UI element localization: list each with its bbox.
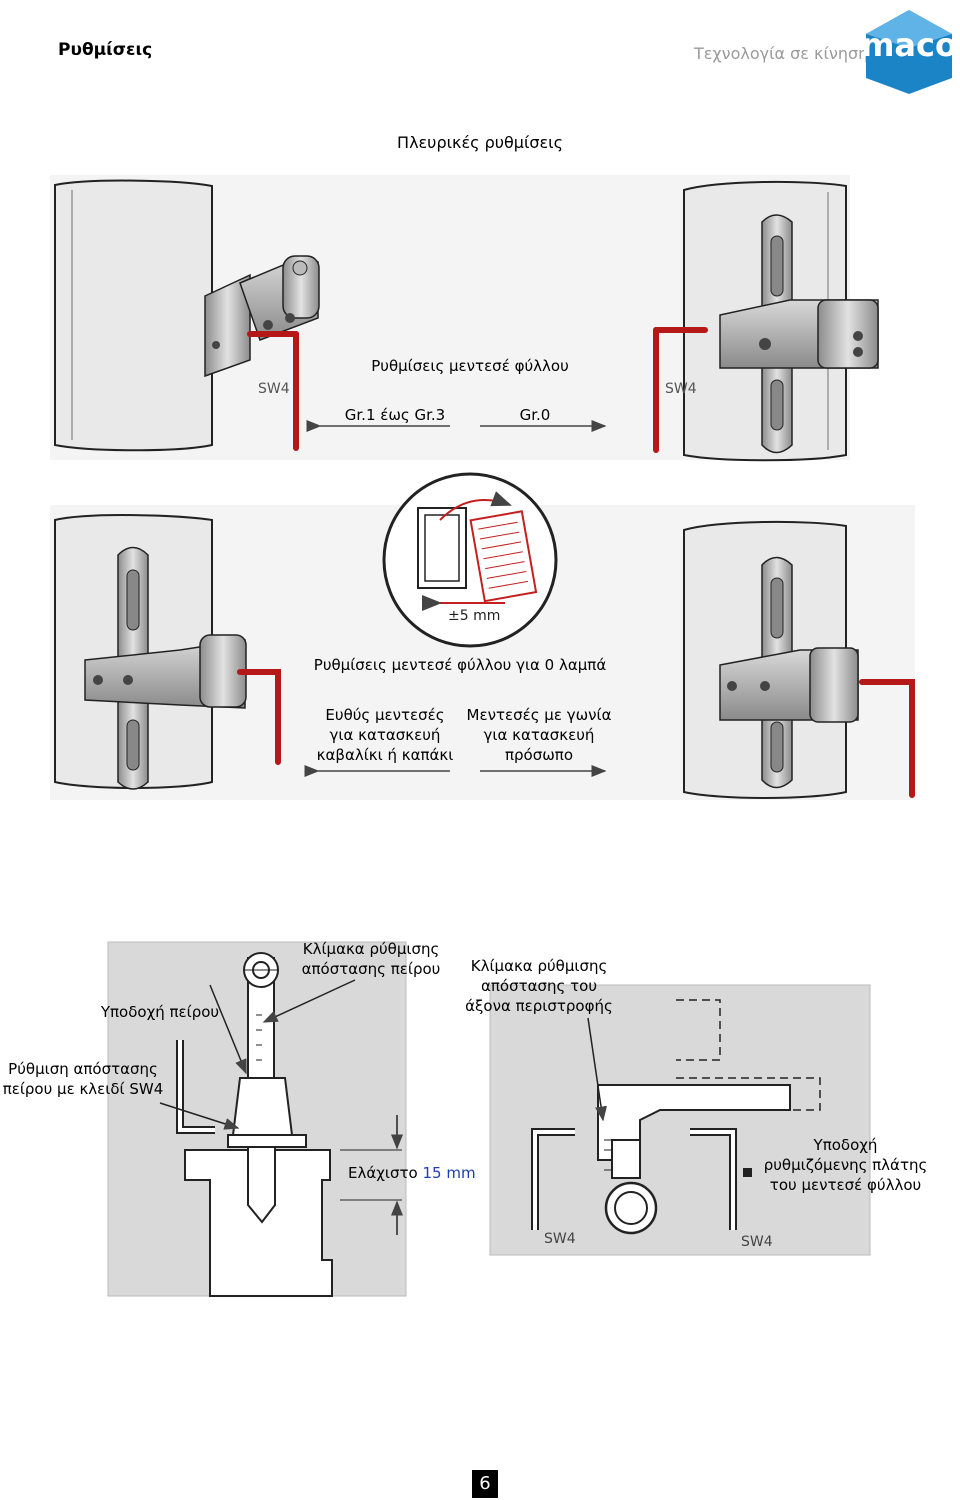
leaf-hinge-caption: Ρυθμίσεις μεντεσέ φύλλου <box>371 357 569 375</box>
group-gr1-3-label: Gr.1 έως Gr.3 <box>344 406 446 424</box>
scale-axis-line-3: άξονα περιστροφής <box>465 997 613 1015</box>
page-number: 6 <box>472 1470 498 1498</box>
tolerance-label: ±5 mm <box>448 608 500 624</box>
pin-adjust-line-2: πείρου με κλειδί SW4 <box>2 1080 164 1098</box>
plate-holder-line-2: ρυθμιζόμενης πλάτης <box>763 1156 928 1174</box>
scale-axis-line-1: Κλίμακα ρύθμισης <box>470 957 608 975</box>
zero-rebate-caption: Ρυθμίσεις μεντεσέ φύλλου για 0 λαμπά <box>313 656 607 674</box>
section-title: Ρυθμίσεις <box>58 40 153 60</box>
scale-axis-line-2: απόστασης του <box>481 977 597 995</box>
hinge-straight-drawing <box>54 514 281 790</box>
hinge-gr1-3-drawing <box>54 179 320 452</box>
plate-holder-line-1: Υποδοχή <box>813 1136 878 1154</box>
angle-hinge-line-3: πρόσωπο <box>504 746 573 764</box>
angle-hinge-text: Μεντεσές με γωνία για κατασκευή πρόσωπο <box>460 705 618 765</box>
plate-holder-text: Υποδοχή ρυθμιζόμενης πλάτης του μεντεσέ … <box>758 1135 933 1195</box>
angle-hinge-line-2: για κατασκευή <box>483 726 595 744</box>
tolerance-inset <box>382 472 558 648</box>
sw4-label-bottom-right: SW4 <box>741 1234 773 1250</box>
hinge-gr0-drawing <box>653 180 879 462</box>
scale-axis-text: Κλίμακα ρύθμισης απόστασης του άξονα περ… <box>460 956 618 1016</box>
logo-lettering: maco <box>864 26 954 64</box>
angle-hinge-line-1: Μεντεσές με γωνία <box>466 706 612 724</box>
minimum-dimension <box>340 1115 403 1235</box>
tagline: Τεχνολογία σε κίνηση <box>694 44 869 63</box>
straight-hinge-line-1: Ευθύς μεντεσές <box>325 706 445 724</box>
minimum-distance-label: Ελάχιστο 15 mm <box>348 1163 484 1183</box>
sw4-label-top-left: SW4 <box>258 381 290 397</box>
axis-adjust-drawing <box>489 984 871 1256</box>
pin-holder-label: Υποδοχή πείρου <box>100 1003 220 1021</box>
sw4-label-top-right: SW4 <box>665 381 697 397</box>
maco-logo: maco <box>864 8 954 96</box>
minimum-value: 15 mm <box>422 1164 476 1182</box>
minimum-text: Ελάχιστο <box>348 1164 418 1182</box>
straight-hinge-text: Ευθύς μεντεσές για κατασκευή καβαλίκι ή … <box>305 705 465 765</box>
straight-hinge-line-2: για κατασκευή <box>329 726 441 744</box>
plate-holder-line-3: του μεντεσέ φύλλου <box>769 1176 922 1194</box>
group-gr0-label: Gr.0 <box>519 406 551 424</box>
top-title: Πλευρικές ρυθμίσεις <box>397 133 563 152</box>
pin-adjust-drawing <box>107 941 407 1297</box>
straight-hinge-line-3: καβαλίκι ή καπάκι <box>316 746 454 764</box>
scale-pin-line-2: απόστασης πείρου <box>301 960 441 978</box>
pin-adjust-text: Ρύθμιση απόστασης πείρου με κλειδί SW4 <box>0 1059 166 1099</box>
hinge-angle-drawing <box>683 520 915 799</box>
pin-adjust-line-1: Ρύθμιση απόστασης <box>8 1060 158 1078</box>
scale-pin-text: Κλίμακα ρύθμισης απόστασης πείρου <box>295 939 447 979</box>
sw4-label-bottom-left: SW4 <box>544 1231 576 1247</box>
scale-pin-line-1: Κλίμακα ρύθμισης <box>302 940 440 958</box>
